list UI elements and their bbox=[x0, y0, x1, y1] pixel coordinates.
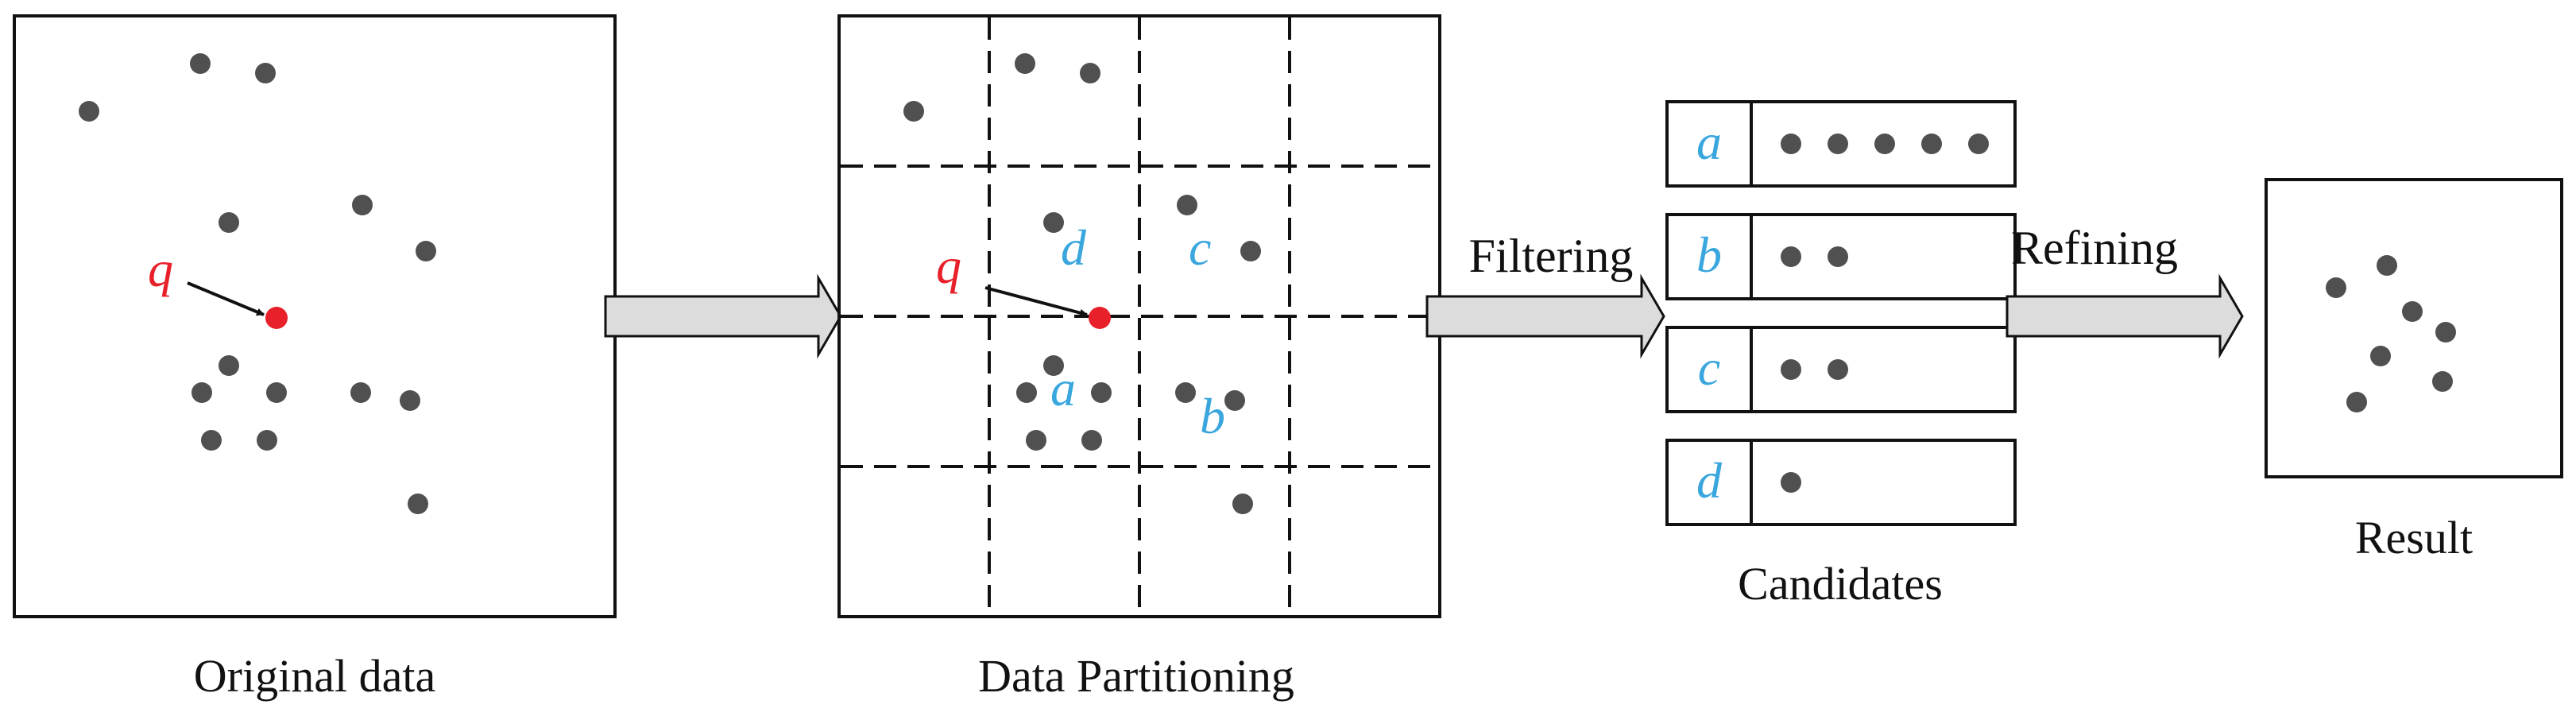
candidate-point bbox=[1781, 472, 1801, 493]
data-point-10 bbox=[350, 382, 371, 403]
result-caption: Result bbox=[2355, 512, 2473, 563]
candidate-row-d: d bbox=[1665, 439, 2017, 526]
data-point-6 bbox=[416, 241, 436, 261]
data-partitioning-caption: Data Partitioning bbox=[978, 650, 1294, 702]
data-point-2 bbox=[190, 53, 211, 74]
candidate-row-a: a bbox=[1665, 100, 2017, 188]
data-point-13 bbox=[1081, 430, 1102, 451]
candidate-row-b: b bbox=[1665, 213, 2017, 300]
candidate-row-box bbox=[1665, 326, 2017, 413]
result-point-2 bbox=[2377, 255, 2397, 276]
data-point-14 bbox=[408, 494, 428, 514]
data-point-10 bbox=[1175, 382, 1196, 403]
candidate-row-box bbox=[1665, 439, 2017, 526]
candidate-row-box bbox=[1665, 100, 2017, 188]
candidate-point bbox=[1828, 134, 1848, 154]
candidate-point bbox=[1781, 246, 1801, 267]
candidate-cell-label: d bbox=[1696, 452, 1723, 509]
data-point-9 bbox=[1091, 382, 1112, 403]
data-point-1 bbox=[79, 101, 99, 122]
cell-label-c: c bbox=[1189, 219, 1211, 276]
flow-arrow-1 bbox=[604, 273, 842, 359]
data-point-12 bbox=[1026, 430, 1046, 451]
query-point-partitioning bbox=[1089, 307, 1111, 329]
original-data-points bbox=[79, 53, 436, 514]
candidate-point bbox=[1781, 134, 1801, 154]
result-frame bbox=[2265, 178, 2563, 478]
candidate-cell-label: a bbox=[1696, 114, 1722, 170]
data-point-4 bbox=[219, 212, 239, 233]
data-point-8 bbox=[191, 382, 212, 403]
candidate-cell-label: c bbox=[1698, 339, 1720, 396]
candidates-caption: Candidates bbox=[1738, 558, 1943, 610]
data-point-8 bbox=[1016, 382, 1037, 403]
data-point-6 bbox=[1240, 241, 1261, 261]
data-point-5 bbox=[352, 195, 373, 215]
result-panel: Result bbox=[2265, 178, 2563, 563]
data-point-7 bbox=[219, 355, 239, 376]
original-data-frame bbox=[13, 14, 617, 618]
data-point-13 bbox=[257, 430, 277, 451]
partition-grid bbox=[841, 17, 1438, 615]
candidate-row-box bbox=[1665, 213, 2017, 300]
result-point-4 bbox=[2435, 322, 2456, 343]
refining-arrow bbox=[2005, 273, 2244, 359]
partitioned-data-points bbox=[903, 53, 1261, 514]
original-data-panel: q Original data bbox=[13, 14, 617, 702]
query-label-partitioning: q bbox=[936, 238, 961, 294]
candidate-point bbox=[1781, 359, 1801, 380]
candidate-point bbox=[1874, 134, 1895, 154]
data-point-1 bbox=[903, 101, 924, 122]
candidate-point bbox=[1828, 359, 1848, 380]
data-point-3 bbox=[1080, 63, 1100, 83]
data-point-12 bbox=[201, 430, 222, 451]
result-point-1 bbox=[2326, 277, 2346, 298]
filtering-arrow bbox=[1425, 273, 1665, 359]
query-arrow-original bbox=[187, 281, 265, 316]
data-point-11 bbox=[400, 390, 420, 411]
result-point-6 bbox=[2432, 371, 2453, 392]
query-arrow-partitioning bbox=[984, 286, 1088, 317]
refining-label: Refining bbox=[2011, 222, 2178, 274]
filtering-label: Filtering bbox=[1469, 230, 1634, 282]
data-point-2 bbox=[1015, 53, 1035, 74]
query-point-original bbox=[265, 307, 288, 329]
result-points bbox=[2326, 255, 2456, 412]
candidate-point bbox=[1968, 134, 1989, 154]
result-point-3 bbox=[2402, 301, 2423, 322]
candidate-row-c: c bbox=[1665, 326, 2017, 413]
candidate-cell-label: b bbox=[1696, 226, 1722, 283]
cell-label-b: b bbox=[1200, 388, 1225, 444]
original-data-caption: Original data bbox=[194, 650, 435, 702]
result-point-5 bbox=[2370, 346, 2391, 366]
cell-label-d: d bbox=[1061, 219, 1087, 276]
data-point-7 bbox=[1043, 355, 1064, 376]
data-point-3 bbox=[255, 63, 276, 83]
candidate-point bbox=[1921, 134, 1942, 154]
data-point-14 bbox=[1232, 494, 1253, 514]
data-point-11 bbox=[1224, 390, 1245, 411]
data-point-4 bbox=[1043, 212, 1064, 233]
candidate-point bbox=[1828, 246, 1848, 267]
cell-label-a: a bbox=[1050, 360, 1076, 416]
query-label-original: q bbox=[148, 241, 173, 297]
data-point-5 bbox=[1177, 195, 1197, 215]
data-partitioning-panel: a b c d q Data Partitioning bbox=[837, 14, 1441, 702]
data-point-9 bbox=[266, 382, 287, 403]
result-point-7 bbox=[2346, 392, 2367, 412]
